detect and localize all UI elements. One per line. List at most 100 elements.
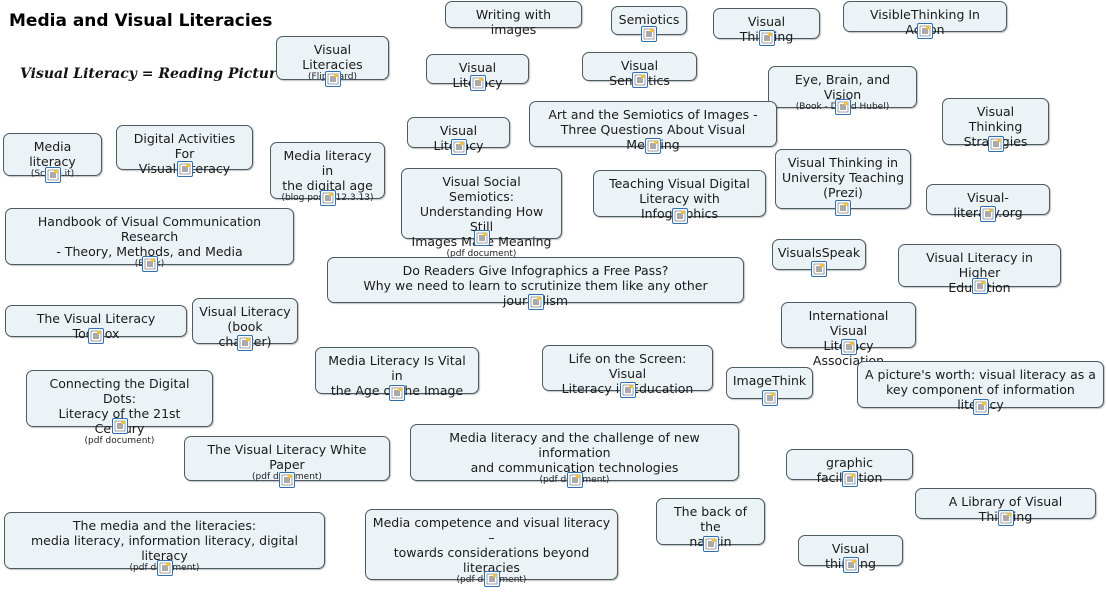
node-library-visual-thinking[interactable]: A Library of Visual Thinking (915, 488, 1096, 526)
node-label: Visual Thinking in University Teaching (… (782, 155, 905, 200)
node-label: VisualsSpeak (777, 245, 861, 260)
document-icon[interactable] (319, 190, 336, 206)
node-imagethink[interactable]: ImageThink (726, 367, 813, 406)
document-icon[interactable] (997, 510, 1014, 526)
node-label: Visual Literacies (302, 42, 363, 72)
node-handbook-visual-communication[interactable]: Handbook of Visual Communication Researc… (5, 208, 294, 272)
document-icon[interactable] (88, 328, 104, 344)
node-art-semiotics-images[interactable]: Art and the Semiotics of Images - Three … (529, 101, 777, 154)
node-label: Semiotics (618, 12, 680, 27)
node-visiblethinking-in-action[interactable]: VisibleThinking In Action (843, 1, 1007, 39)
node-visual-literacy-book-chapter[interactable]: Visual Literacy (book chapter) (192, 298, 298, 351)
node-label: International Visual Literacy Associatio… (808, 308, 889, 368)
node-visual-literacy-higher-ed[interactable]: Visual Literacy in Higher Education (898, 244, 1061, 295)
document-icon[interactable] (279, 472, 295, 488)
document-icon[interactable] (671, 208, 688, 224)
node-visual-thinking-university[interactable]: Visual Thinking in University Teaching (… (775, 149, 911, 216)
document-icon[interactable] (237, 335, 253, 351)
node-visual-thinking-strategies[interactable]: Visual Thinking Strategies (942, 98, 1049, 152)
document-icon[interactable] (645, 138, 661, 154)
document-icon[interactable] (971, 278, 988, 294)
document-icon[interactable] (473, 230, 490, 246)
node-label: The Visual Literacy Toolbox (36, 311, 156, 341)
node-digital-activities[interactable]: Digital Activities For Visual Literacy (116, 125, 253, 177)
node-graphic-facilitation[interactable]: graphic facilitation (786, 449, 913, 487)
document-icon[interactable] (389, 385, 405, 401)
document-icon[interactable] (450, 139, 467, 155)
document-icon[interactable] (702, 536, 719, 552)
document-icon[interactable] (483, 571, 500, 587)
document-icon[interactable] (842, 557, 859, 573)
node-readers-infographics[interactable]: Do Readers Give Infographics a Free Pass… (327, 257, 744, 310)
node-visual-literacy-b[interactable]: Visual Literacy (407, 117, 510, 155)
node-label: Do Readers Give Infographics a Free Pass… (363, 263, 708, 308)
node-pictures-worth[interactable]: A picture's worth: visual literacy as a … (857, 361, 1104, 415)
document-icon[interactable] (324, 71, 341, 87)
node-label: Life on the Screen: Visual Literacy in E… (561, 351, 694, 396)
document-icon[interactable] (987, 136, 1004, 152)
node-media-literacy-challenge[interactable]: Media literacy and the challenge of new … (410, 424, 739, 488)
node-label: Art and the Semiotics of Images - Three … (548, 107, 758, 152)
document-icon[interactable] (835, 200, 851, 216)
document-icon[interactable] (917, 23, 933, 39)
page-subtitle: Visual Literacy = Reading Pictures (20, 66, 294, 82)
document-icon[interactable] (527, 294, 544, 310)
document-icon[interactable] (840, 339, 857, 355)
node-writing-with-images[interactable]: Writing with images (445, 1, 582, 37)
node-label: A Library of Visual Thinking (948, 494, 1063, 524)
node-label: Media competence and visual literacy – t… (372, 515, 611, 575)
node-visual-literacy-toolbox[interactable]: The Visual Literacy Toolbox (5, 305, 187, 344)
document-icon[interactable] (566, 472, 583, 488)
document-icon[interactable] (111, 418, 128, 434)
node-back-of-napkin[interactable]: The back of the napkin (656, 498, 765, 552)
node-life-on-screen[interactable]: Life on the Screen: Visual Literacy in E… (542, 345, 713, 398)
document-icon[interactable] (980, 206, 996, 222)
node-sublabel: (pdf document) (446, 249, 517, 259)
node-visual-literacies[interactable]: Visual Literacies(Flipboard) (276, 36, 389, 87)
document-icon[interactable] (469, 75, 486, 91)
node-visual-social-semiotics[interactable]: Visual Social Semiotics: Understanding H… (401, 168, 562, 259)
node-visualsspeak[interactable]: VisualsSpeak (772, 239, 866, 277)
document-icon[interactable] (156, 560, 173, 576)
document-icon[interactable] (841, 471, 858, 487)
document-icon[interactable] (758, 30, 775, 46)
node-label: The media and the literacies: media lite… (31, 518, 298, 563)
document-icon[interactable] (761, 390, 778, 406)
node-label: Handbook of Visual Communication Researc… (37, 214, 262, 259)
node-label: Media literacy in the digital age (282, 148, 373, 193)
node-international-visual-literacy[interactable]: International Visual Literacy Associatio… (781, 302, 916, 368)
node-visual-literacy-org[interactable]: Visual-literacy.org (926, 184, 1050, 222)
node-media-literacy-vital[interactable]: Media Literacy Is Vital in the Age of th… (315, 347, 479, 401)
document-icon[interactable] (631, 72, 648, 88)
node-label: A picture's worth: visual literacy as a … (865, 367, 1096, 412)
document-icon[interactable] (619, 382, 636, 398)
document-icon[interactable] (141, 256, 158, 272)
document-icon[interactable] (811, 261, 827, 277)
page-title: Media and Visual Literacies (9, 11, 273, 31)
node-sublabel: (pdf document) (84, 436, 155, 446)
node-semiotics[interactable]: Semiotics (611, 6, 687, 42)
node-label: ImageThink (732, 373, 807, 388)
node-media-literacy-scoopit[interactable]: Media literacy(Scoop.it) (3, 133, 102, 183)
node-media-and-literacies[interactable]: The media and the literacies: media lite… (4, 512, 325, 576)
node-connecting-digital-dots[interactable]: Connecting the Digital Dots: Literacy of… (26, 370, 213, 446)
node-visual-thinking-bottom[interactable]: Visual thinking (798, 535, 903, 573)
document-icon[interactable] (641, 26, 657, 42)
document-icon[interactable] (834, 99, 851, 115)
node-label: The Visual Literacy White Paper (207, 442, 367, 472)
node-label: Media literacy and the challenge of new … (449, 430, 700, 475)
node-eye-brain-vision[interactable]: Eye, Brain, and Vision(Book - David Hube… (768, 66, 917, 115)
node-media-literacy-digital-age[interactable]: Media literacy in the digital age(blog p… (270, 142, 385, 206)
node-label: Visual Literacy (book chapter) (199, 304, 291, 349)
document-icon[interactable] (972, 399, 989, 415)
node-media-competence[interactable]: Media competence and visual literacy – t… (365, 509, 618, 587)
node-visual-semiotics[interactable]: Visual Semiotics (582, 52, 697, 88)
node-visual-literacy-white-paper[interactable]: The Visual Literacy White Paper(pdf docu… (184, 436, 390, 488)
node-visual-thinking-top[interactable]: Visual Thinking (713, 8, 820, 46)
node-label: Writing with images (475, 7, 552, 37)
node-teaching-visual-digital[interactable]: Teaching Visual Digital Literacy with In… (593, 170, 766, 224)
document-icon[interactable] (44, 167, 61, 183)
node-label: Digital Activities For Visual Literacy (133, 131, 236, 176)
node-visual-literacy-a[interactable]: Visual Literacy (426, 54, 529, 91)
document-icon[interactable] (176, 161, 193, 177)
